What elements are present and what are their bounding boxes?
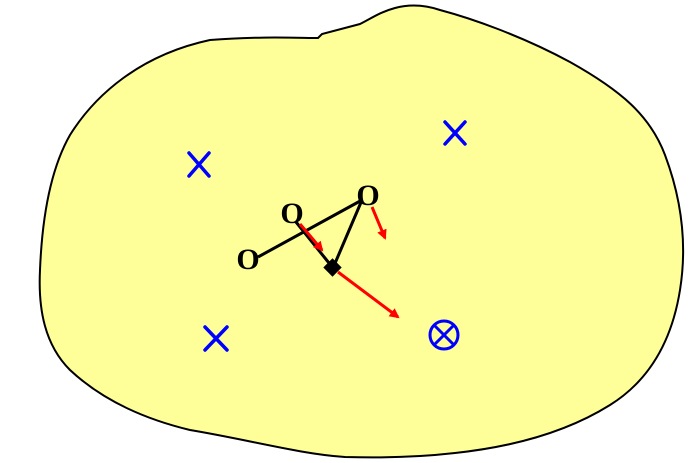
arrows-group: [298, 206, 400, 319]
edge-right-to-diamond: [331, 199, 364, 269]
circled-x-marker: [428, 319, 460, 351]
arrow-middle-to-diamond: [298, 223, 324, 252]
node-right-label: O: [356, 179, 379, 212]
region-blob: [38, 4, 685, 459]
x-marker-top-right: [443, 120, 467, 146]
node-left-label: O: [236, 243, 259, 276]
arrow-diamond-to-target: [337, 270, 400, 319]
arrow-right-down: [370, 206, 387, 240]
x-marker-top-left: [187, 151, 211, 178]
edge-left-to-right: [257, 198, 363, 259]
diamond-icon: [323, 258, 342, 277]
node-middle-label: O: [280, 197, 303, 230]
x-marker-bottom-left: [203, 325, 229, 352]
